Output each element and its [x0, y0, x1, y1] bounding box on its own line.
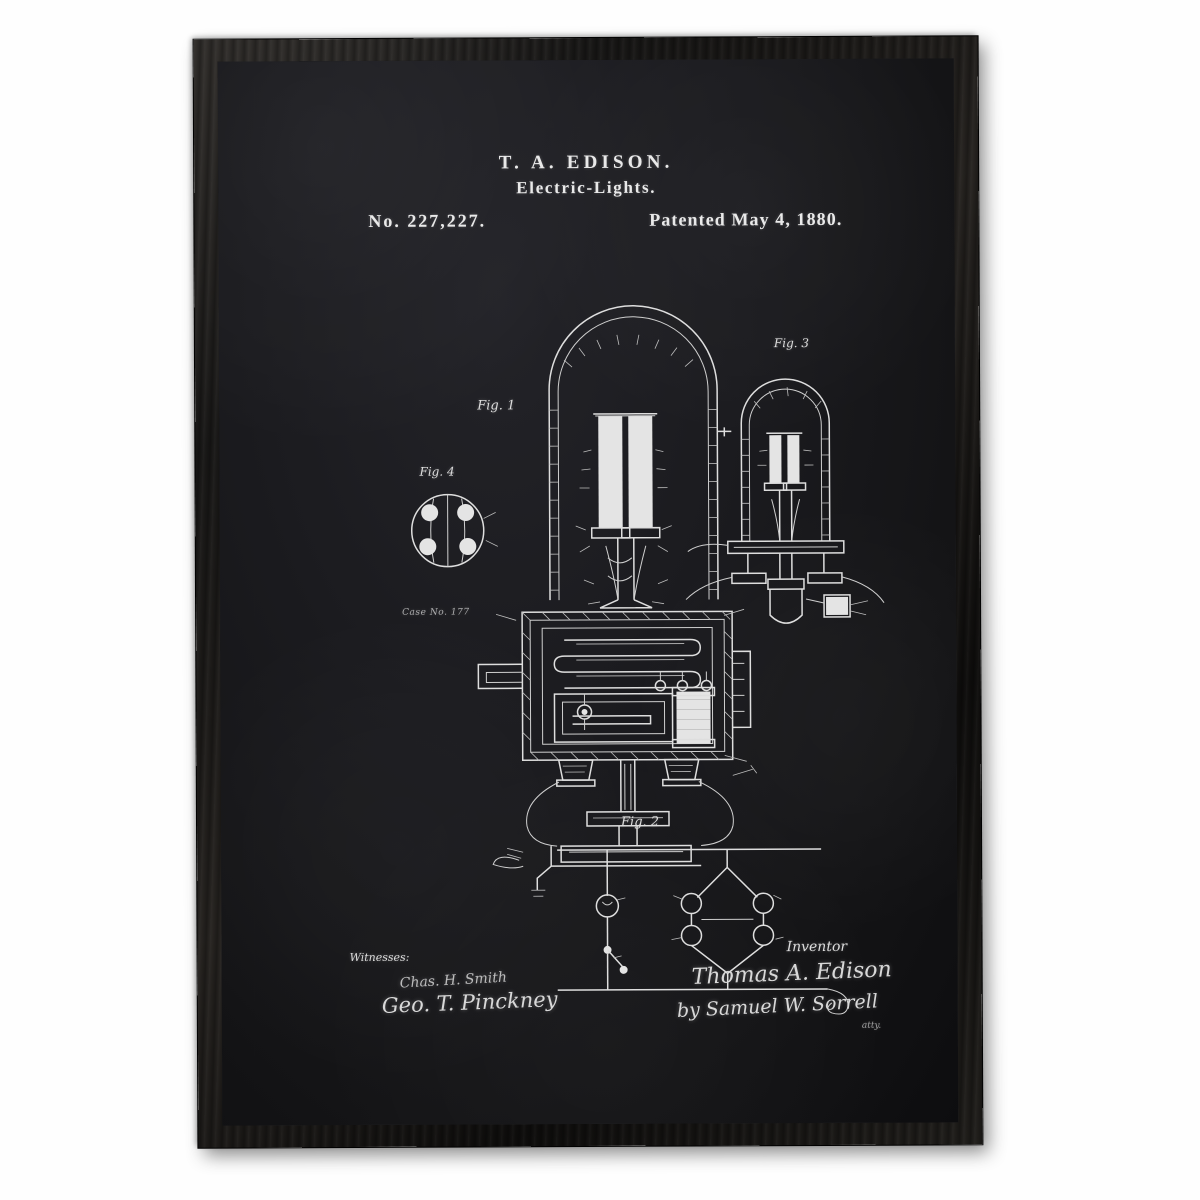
patent-drawing-sheet	[218, 58, 959, 1125]
figure-2-label: Fig. 2	[620, 814, 660, 830]
figure-2-circuit	[557, 849, 848, 1015]
figure-1-label: Fig. 1	[477, 398, 516, 414]
figure-4-cross-section	[412, 494, 498, 566]
figure-1-regulator-box	[478, 611, 757, 896]
figure-3-label: Fig. 3	[773, 336, 810, 351]
witnesses-label: Witnesses:	[349, 950, 410, 965]
figure-1-leader-lines	[496, 609, 747, 762]
figure-1-bell-jar	[549, 305, 732, 608]
attorney-suffix: atty.	[861, 1020, 882, 1031]
picture-frame: T. A. EDISON. Electric-Lights. No. 227,2…	[193, 36, 983, 1148]
frame-mat: T. A. EDISON. Electric-Lights. No. 227,2…	[217, 58, 959, 1126]
figure-4-label: Fig. 4	[419, 464, 455, 479]
figure-3-small-lamp	[685, 379, 884, 624]
case-note: Case No. 177	[402, 607, 470, 618]
inventor-label: Inventor	[786, 938, 848, 956]
